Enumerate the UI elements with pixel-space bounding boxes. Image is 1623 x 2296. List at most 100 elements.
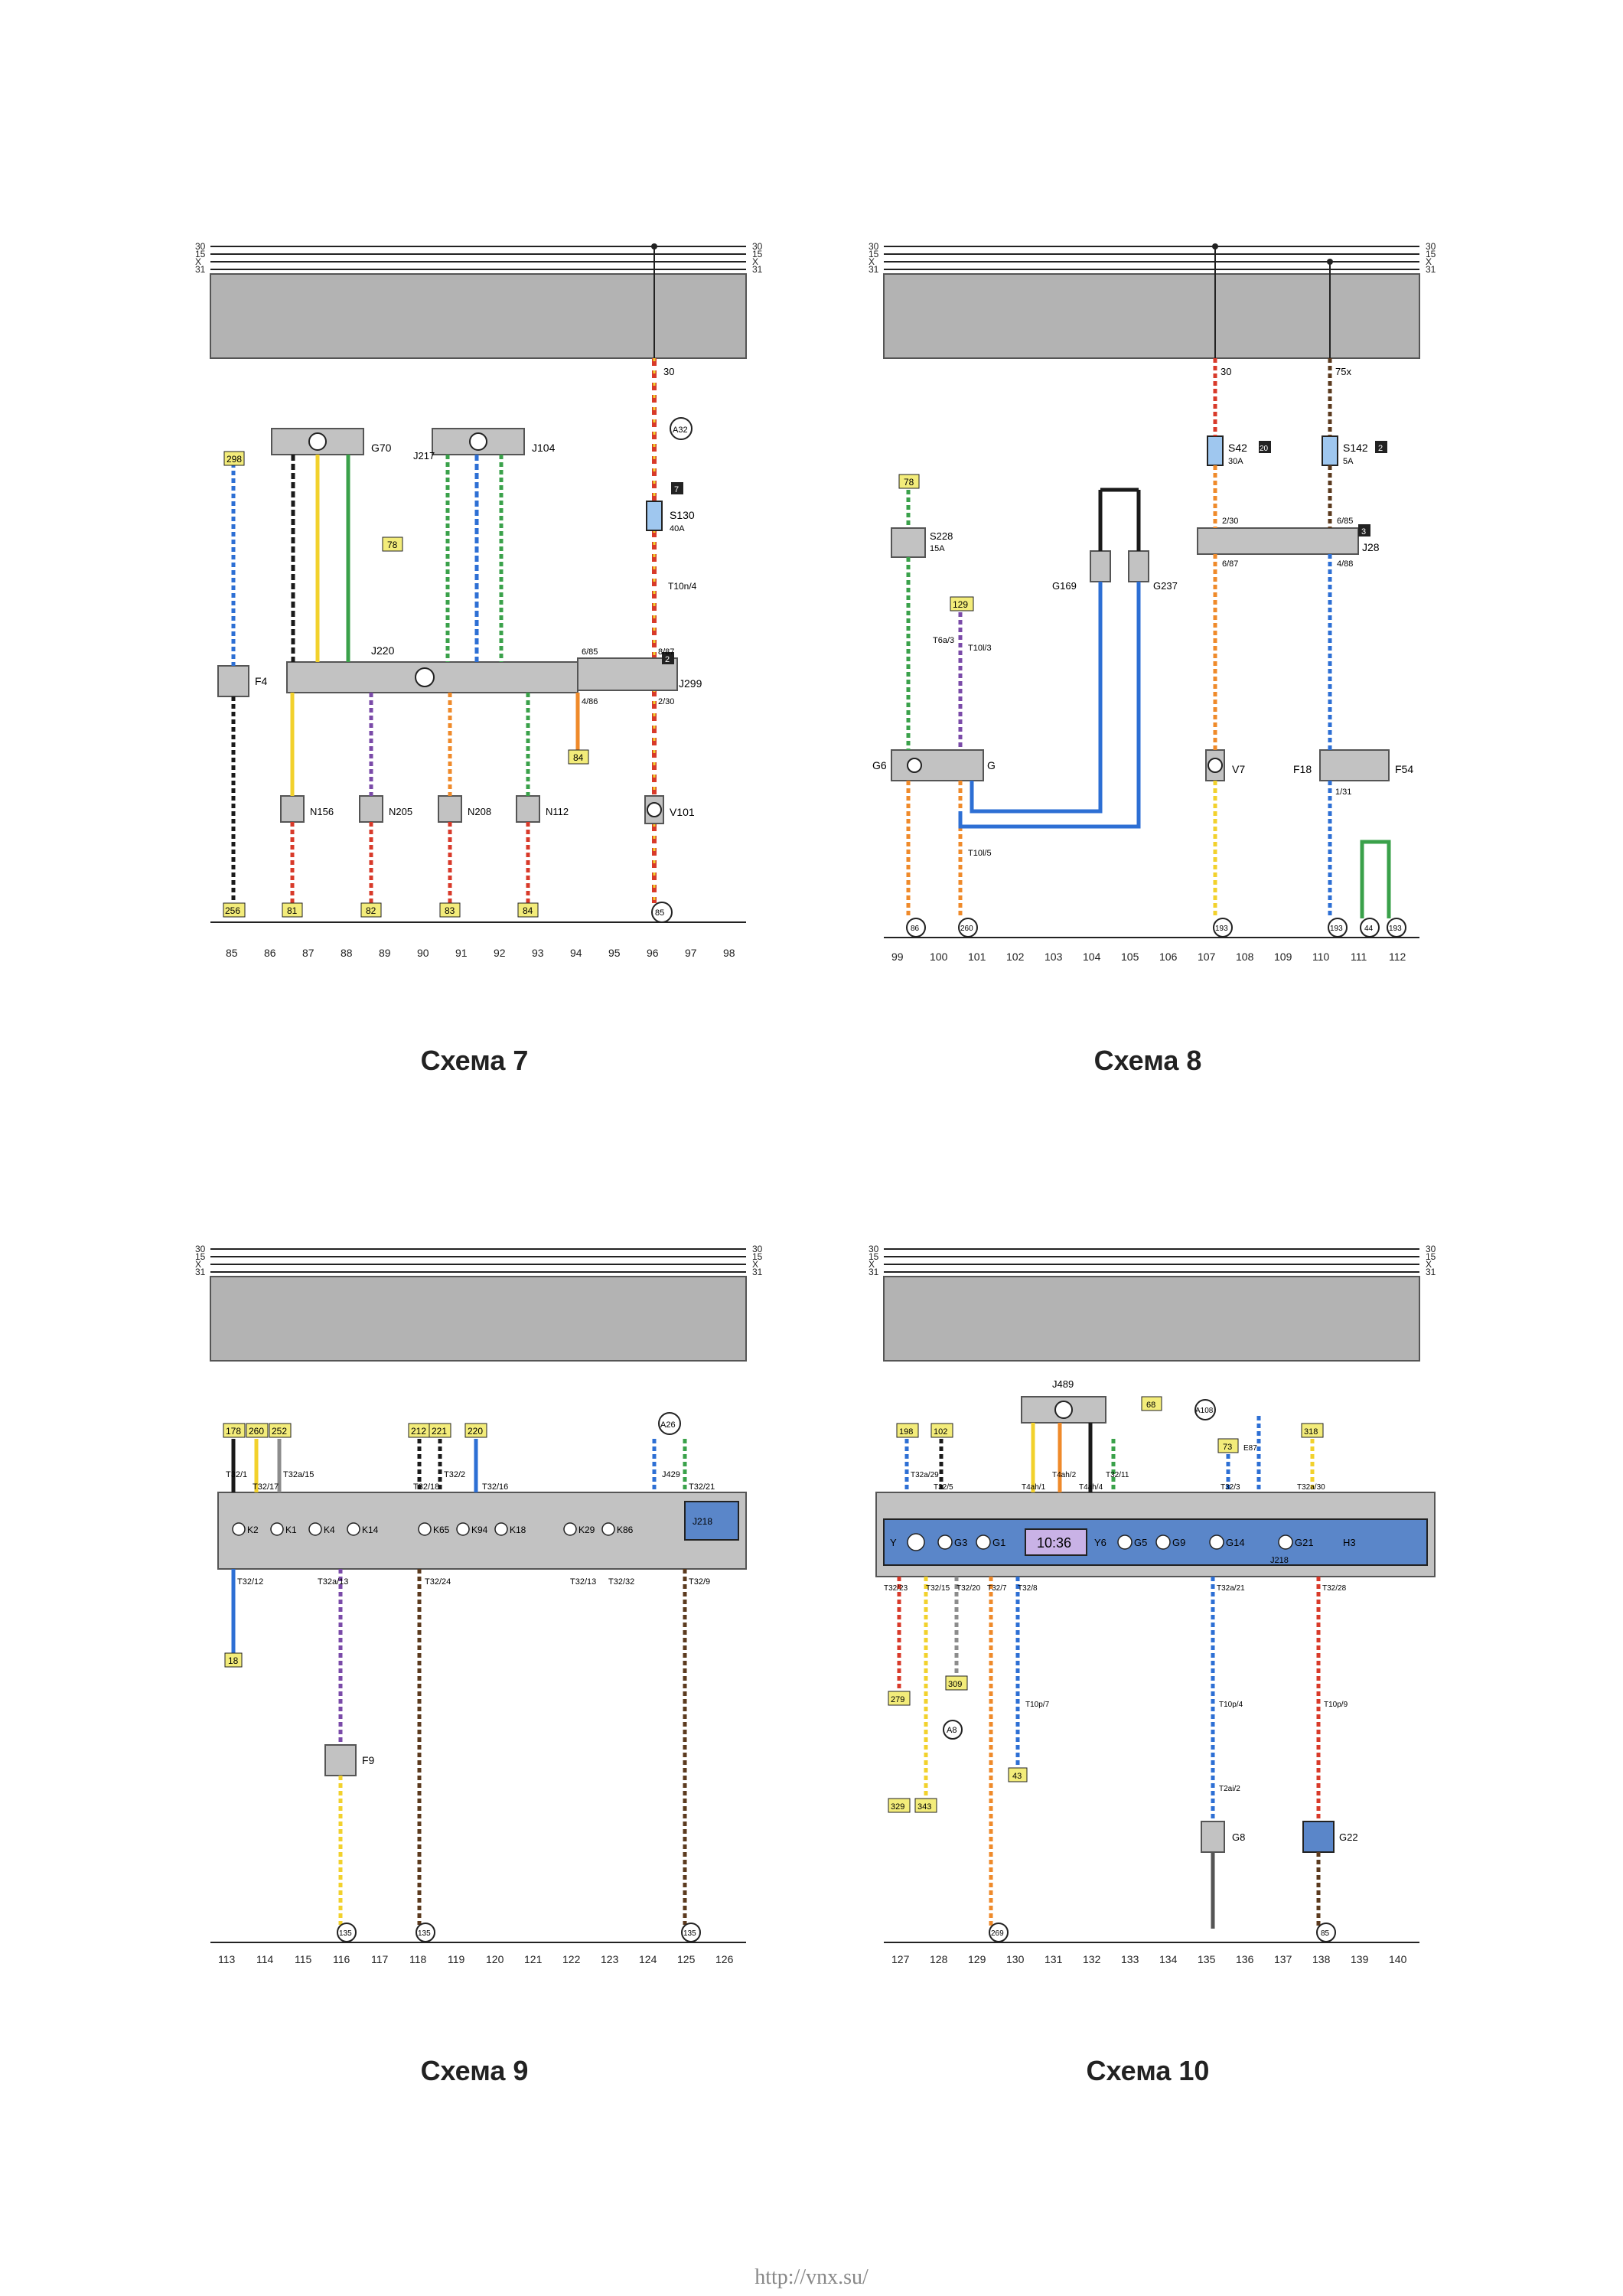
svg-text:135: 135 [683,1929,696,1938]
svg-text:85: 85 [226,947,238,959]
svg-text:68: 68 [1146,1401,1155,1410]
svg-text:193: 193 [1389,925,1402,933]
svg-text:15: 15 [869,249,879,259]
svg-text:97: 97 [685,947,697,959]
switch-F4 [217,665,249,697]
svg-text:T6a/3: T6a/3 [933,636,954,645]
svg-text:78: 78 [387,540,398,550]
svg-text:86: 86 [911,925,920,933]
svg-text:128: 128 [930,1953,948,1965]
svg-text:111: 111 [1351,951,1367,963]
svg-text:T32/2: T32/2 [444,1470,465,1479]
svg-text:T32/7: T32/7 [987,1584,1007,1593]
footer-url[interactable]: http://vnx.su/ [754,2265,869,2289]
caption-scheme-7: Схема 7 [420,1045,529,1076]
svg-text:198: 198 [899,1427,913,1437]
svg-text:124: 124 [639,1953,657,1965]
svg-text:136: 136 [1236,1953,1254,1965]
label-G169: G169 [1052,580,1077,592]
label-J104: J104 [532,442,556,454]
column-numbers: 85 86 87 88 89 90 91 92 93 94 95 96 97 9… [226,947,735,959]
label-30: 30 [663,366,674,377]
label-S42: S42 [1228,442,1247,454]
valves-row: N156 N205 N208 N112 [280,795,569,823]
ref-A32: A32 [673,426,688,435]
svg-text:15A: 15A [930,544,945,553]
bus-labels-right: 30 15 X 31 [752,241,763,275]
svg-text:1/31: 1/31 [1335,788,1351,797]
motor-icon [1207,758,1223,773]
svg-text:Y6: Y6 [1094,1537,1106,1548]
sensor-G22 [1302,1821,1335,1853]
svg-text:83: 83 [445,905,455,916]
svg-text:109: 109 [1274,951,1292,963]
pump-G6-G [891,749,984,781]
label-8-87: 8/87 [658,647,674,657]
label-V101: V101 [670,806,695,818]
svg-text:30: 30 [1426,1244,1436,1254]
svg-text:S228: S228 [930,530,953,542]
svg-text:T4ah/4: T4ah/4 [1079,1483,1103,1492]
svg-text:309: 309 [948,1680,962,1689]
svg-text:137: 137 [1274,1953,1292,1965]
svg-text:43: 43 [1012,1772,1022,1781]
svg-text:135: 135 [1198,1953,1216,1965]
svg-text:31: 31 [1426,264,1436,275]
svg-text:15: 15 [752,1251,763,1262]
svg-text:139: 139 [1351,1953,1369,1965]
svg-text:T32/5: T32/5 [934,1483,953,1492]
svg-text:K18: K18 [510,1525,526,1535]
svg-text:90: 90 [417,947,429,959]
svg-text:78: 78 [904,477,914,488]
svg-text:20: 20 [1260,445,1269,453]
svg-text:73: 73 [1223,1443,1232,1452]
svg-text:31: 31 [195,264,206,275]
svg-text:117: 117 [371,1953,389,1965]
svg-text:129: 129 [953,599,968,610]
svg-text:T32/1: T32/1 [226,1470,247,1479]
fuse-icon [1322,435,1338,466]
svg-text:T32/18: T32/18 [413,1482,439,1492]
svg-text:T32/9: T32/9 [689,1577,710,1587]
label-S142: S142 [1343,442,1368,454]
svg-text:30: 30 [869,241,879,252]
svg-text:N208: N208 [468,806,491,817]
svg-text:112: 112 [1389,951,1406,963]
svg-text:93: 93 [532,947,544,959]
svg-text:125: 125 [677,1953,696,1965]
svg-text:T10l/5: T10l/5 [968,849,992,858]
svg-text:269: 269 [991,1929,1004,1938]
svg-text:260: 260 [249,1426,264,1437]
label-J220: J220 [371,644,395,657]
label-G70: G70 [371,442,392,454]
svg-text:J218: J218 [1270,1556,1289,1565]
badge-7: 7 [674,485,679,494]
svg-text:15: 15 [752,249,763,259]
svg-text:86: 86 [264,947,276,959]
svg-text:30: 30 [1426,241,1436,252]
label-J299: J299 [679,677,702,690]
svg-text:103: 103 [1045,951,1063,963]
svg-text:G6: G6 [872,759,887,771]
ground-ref-85: 85 [655,908,664,918]
svg-text:K29: K29 [578,1525,595,1535]
wires [231,455,580,903]
svg-text:96: 96 [647,947,659,959]
svg-text:252: 252 [272,1426,287,1437]
label-6-85: 6/85 [582,647,598,657]
svg-text:102: 102 [1006,951,1025,963]
svg-text:130: 130 [1006,1953,1025,1965]
svg-text:G1: G1 [992,1537,1005,1548]
svg-text:X: X [195,256,201,267]
label-V7: V7 [1232,763,1245,775]
svg-text:108: 108 [1236,951,1254,963]
svg-text:88: 88 [341,947,353,959]
svg-text:K14: K14 [362,1525,379,1535]
svg-text:G5: G5 [1134,1537,1147,1548]
svg-text:T32/24: T32/24 [425,1577,451,1587]
svg-text:N112: N112 [546,806,569,817]
svg-text:G: G [987,759,996,771]
svg-text:15: 15 [1426,249,1436,259]
label-40A: 40A [670,524,685,533]
svg-text:T32a/13: T32a/13 [318,1577,348,1587]
